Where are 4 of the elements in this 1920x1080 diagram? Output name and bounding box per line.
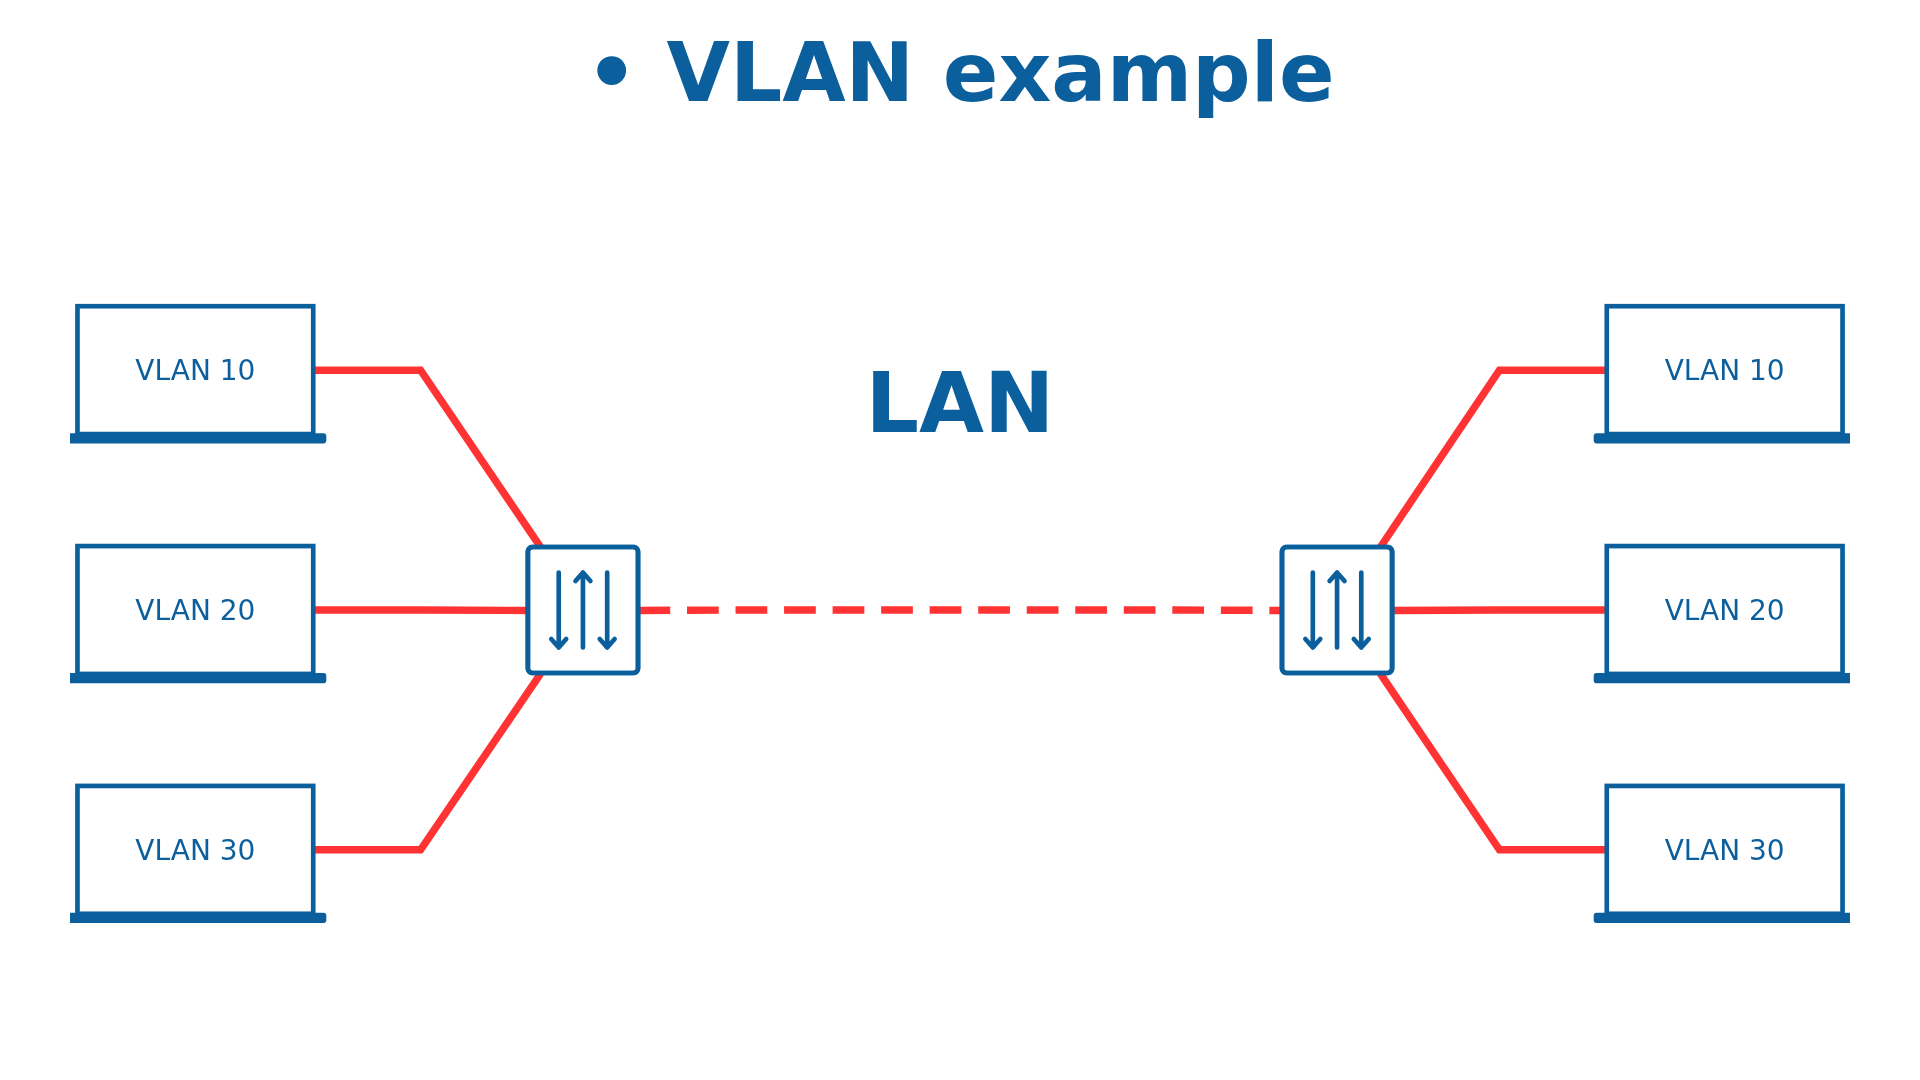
connector <box>1392 606 1607 615</box>
connector <box>313 606 529 615</box>
network-label: LAN <box>865 357 1055 450</box>
slide-title: • VLAN example <box>585 28 1335 119</box>
